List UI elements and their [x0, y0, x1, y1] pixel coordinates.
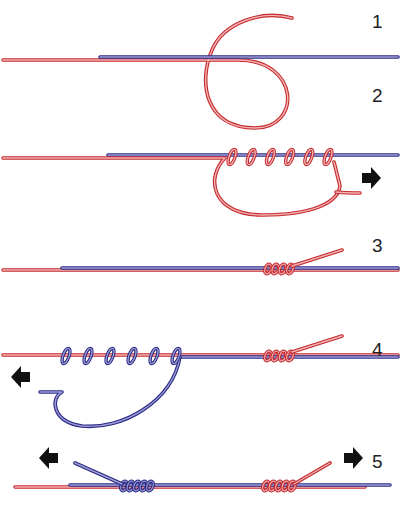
pull-arrow — [11, 366, 30, 388]
blue-line — [180, 357, 398, 358]
blue-tag-end — [75, 463, 122, 484]
blue-loop — [40, 357, 180, 426]
red-line — [3, 158, 340, 215]
blue-line — [70, 485, 390, 486]
pull-arrow — [344, 447, 363, 469]
knot-wrap — [263, 263, 294, 274]
red-line — [3, 16, 292, 128]
knot-wrap — [60, 347, 181, 364]
red-tag-end — [292, 250, 342, 266]
step-number: 2 — [372, 86, 383, 105]
red-tag-end — [292, 336, 342, 352]
knot-wrap — [226, 148, 333, 165]
step-number: 4 — [372, 340, 383, 359]
step-number: 1 — [372, 12, 383, 31]
red-tag-end — [294, 463, 330, 484]
blue-line — [108, 155, 398, 156]
knot-wrap — [261, 480, 296, 491]
red-tag-end — [336, 192, 360, 193]
step-number: 5 — [372, 452, 383, 471]
blue-line — [100, 57, 398, 58]
knot-wrap — [263, 350, 294, 361]
pull-arrow — [362, 167, 381, 189]
step-number: 3 — [372, 236, 383, 255]
pull-arrow — [39, 447, 58, 469]
knot-wrap — [119, 480, 154, 491]
blue-line — [62, 268, 398, 269]
